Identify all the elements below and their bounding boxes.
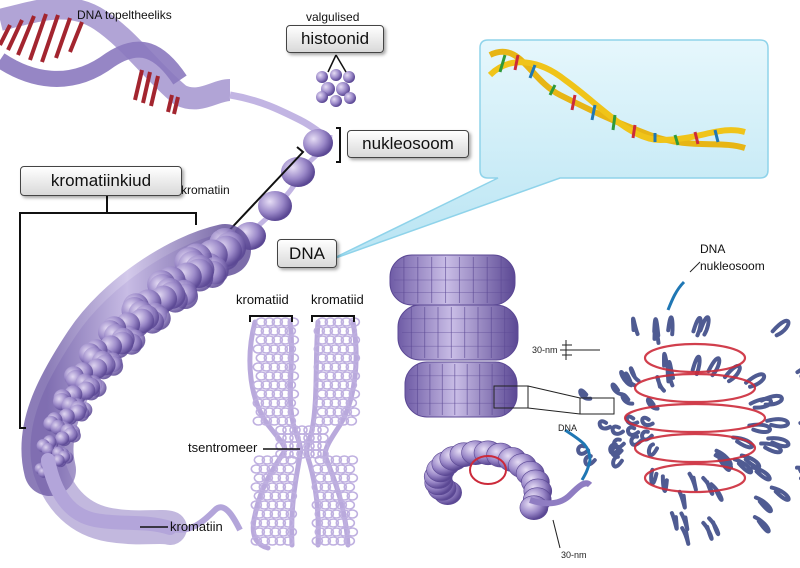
chromosome-loops <box>250 317 361 546</box>
histone-cluster <box>316 54 356 107</box>
label-kromatiid-right: kromatiid <box>311 292 364 307</box>
label-kromatiin-upper: kromatiin <box>181 183 230 197</box>
label-dna-mid: DNA <box>558 423 578 433</box>
label-histoonid: histoonid <box>286 25 384 53</box>
loop-domain <box>576 315 800 546</box>
label-kromatiinkiud: kromatiinkiud <box>20 166 182 196</box>
label-tsentromeer: tsentromeer <box>188 440 258 455</box>
solenoid-30nm <box>389 254 593 520</box>
label-valgulised: valgulised <box>306 10 360 24</box>
label-kromatiid-left: kromatiid <box>236 292 289 307</box>
label-dna-right: DNA <box>700 242 726 256</box>
label-dna-double-helix: DNA topeltheeliks <box>77 8 172 22</box>
label-nukleosoom: nukleosoom <box>347 130 469 158</box>
label-kromatiin-lower: kromatiin <box>170 519 223 534</box>
label-30nm-bottom: 30-nm <box>561 550 587 560</box>
label-dna-box: DNA <box>277 239 337 268</box>
label-30nm-side: 30-nm <box>532 345 558 355</box>
chromatin-fiber <box>21 224 251 545</box>
dna-callout <box>329 39 769 261</box>
label-nukleosoom-right: nukleosoom <box>700 259 765 273</box>
dna-double-helix <box>0 0 333 140</box>
